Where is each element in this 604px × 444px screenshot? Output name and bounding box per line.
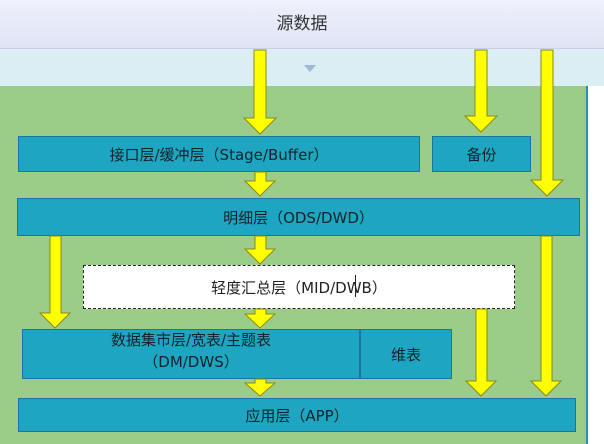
light-summary-layer-box: 轻度汇总层（MID/DWB） [83,265,515,309]
arrow-source-to-backup [463,49,499,133]
detail-layer-label: 明细层（ODS/DWD） [223,208,374,227]
arrow-source-to-interface [242,49,278,135]
right-edge-frame [586,86,604,444]
data-mart-layer-box [22,329,360,379]
arrow-light-summary-to-data-mart [243,308,277,329]
dimension-table-label: 维表 [390,345,421,364]
application-layer-box: 应用层（APP） [18,398,576,432]
arrow-source-to-detail [529,49,565,197]
application-layer-label: 应用层（APP） [245,406,349,425]
data-mart-line1: 数据集市层/宽表/主题表 [110,331,272,349]
source-data-header: 源数据 [0,0,604,49]
backup-label: 备份 [466,145,497,164]
dimension-table-box: 维表 [360,329,452,379]
arrow-detail-to-light-summary [243,235,277,265]
interface-layer-label: 接口层/缓冲层（Stage/Buffer） [109,145,329,164]
chevron-down-icon [304,65,316,72]
source-data-label: 源数据 [276,14,328,34]
arrow-detail-to-data-mart [38,235,72,329]
backup-box: 备份 [432,136,531,172]
data-mart-line2: （DM/DWS） [143,353,239,371]
arrow-data-mart-to-application [243,378,277,397]
detail-layer-box: 明细层（ODS/DWD） [17,198,580,236]
interface-layer-box: 接口层/缓冲层（Stage/Buffer） [18,136,420,172]
divider-strip [0,49,604,87]
arrow-detail-to-application-right [529,235,563,397]
arrow-detail-to-application-left [464,308,498,397]
data-mart-layer-label: 数据集市层/宽表/主题表 （DM/DWS） [22,329,360,377]
text-cursor [355,275,356,297]
light-summary-layer-label: 轻度汇总层（MID/DWB） [211,278,387,297]
arrow-interface-to-detail [243,171,277,197]
